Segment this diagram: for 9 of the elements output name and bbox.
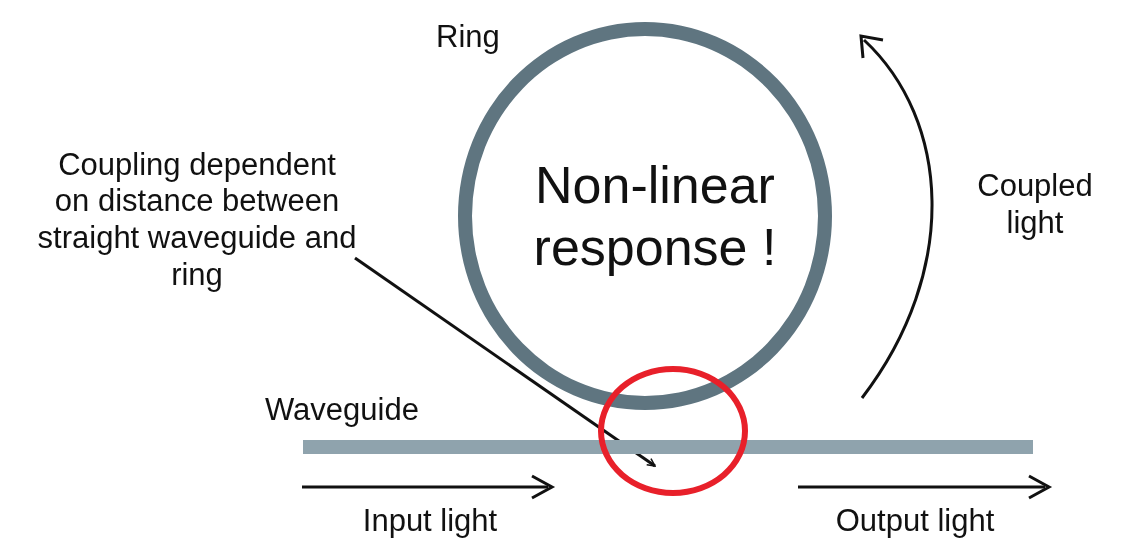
flow-label: Output light — [834, 503, 996, 540]
leader-arrow — [354, 256, 656, 468]
callout-text: Coupling dependent on distance between straight waveguide and ring — [37, 146, 357, 294]
coupling-region-circle — [598, 366, 748, 496]
flow-label: Input light — [361, 503, 499, 540]
waveguide-bar — [303, 440, 1033, 454]
part-label: Waveguide — [264, 392, 420, 429]
center-text: Non-linear response ! — [532, 154, 778, 278]
flow-label: Coupled light — [976, 168, 1094, 242]
